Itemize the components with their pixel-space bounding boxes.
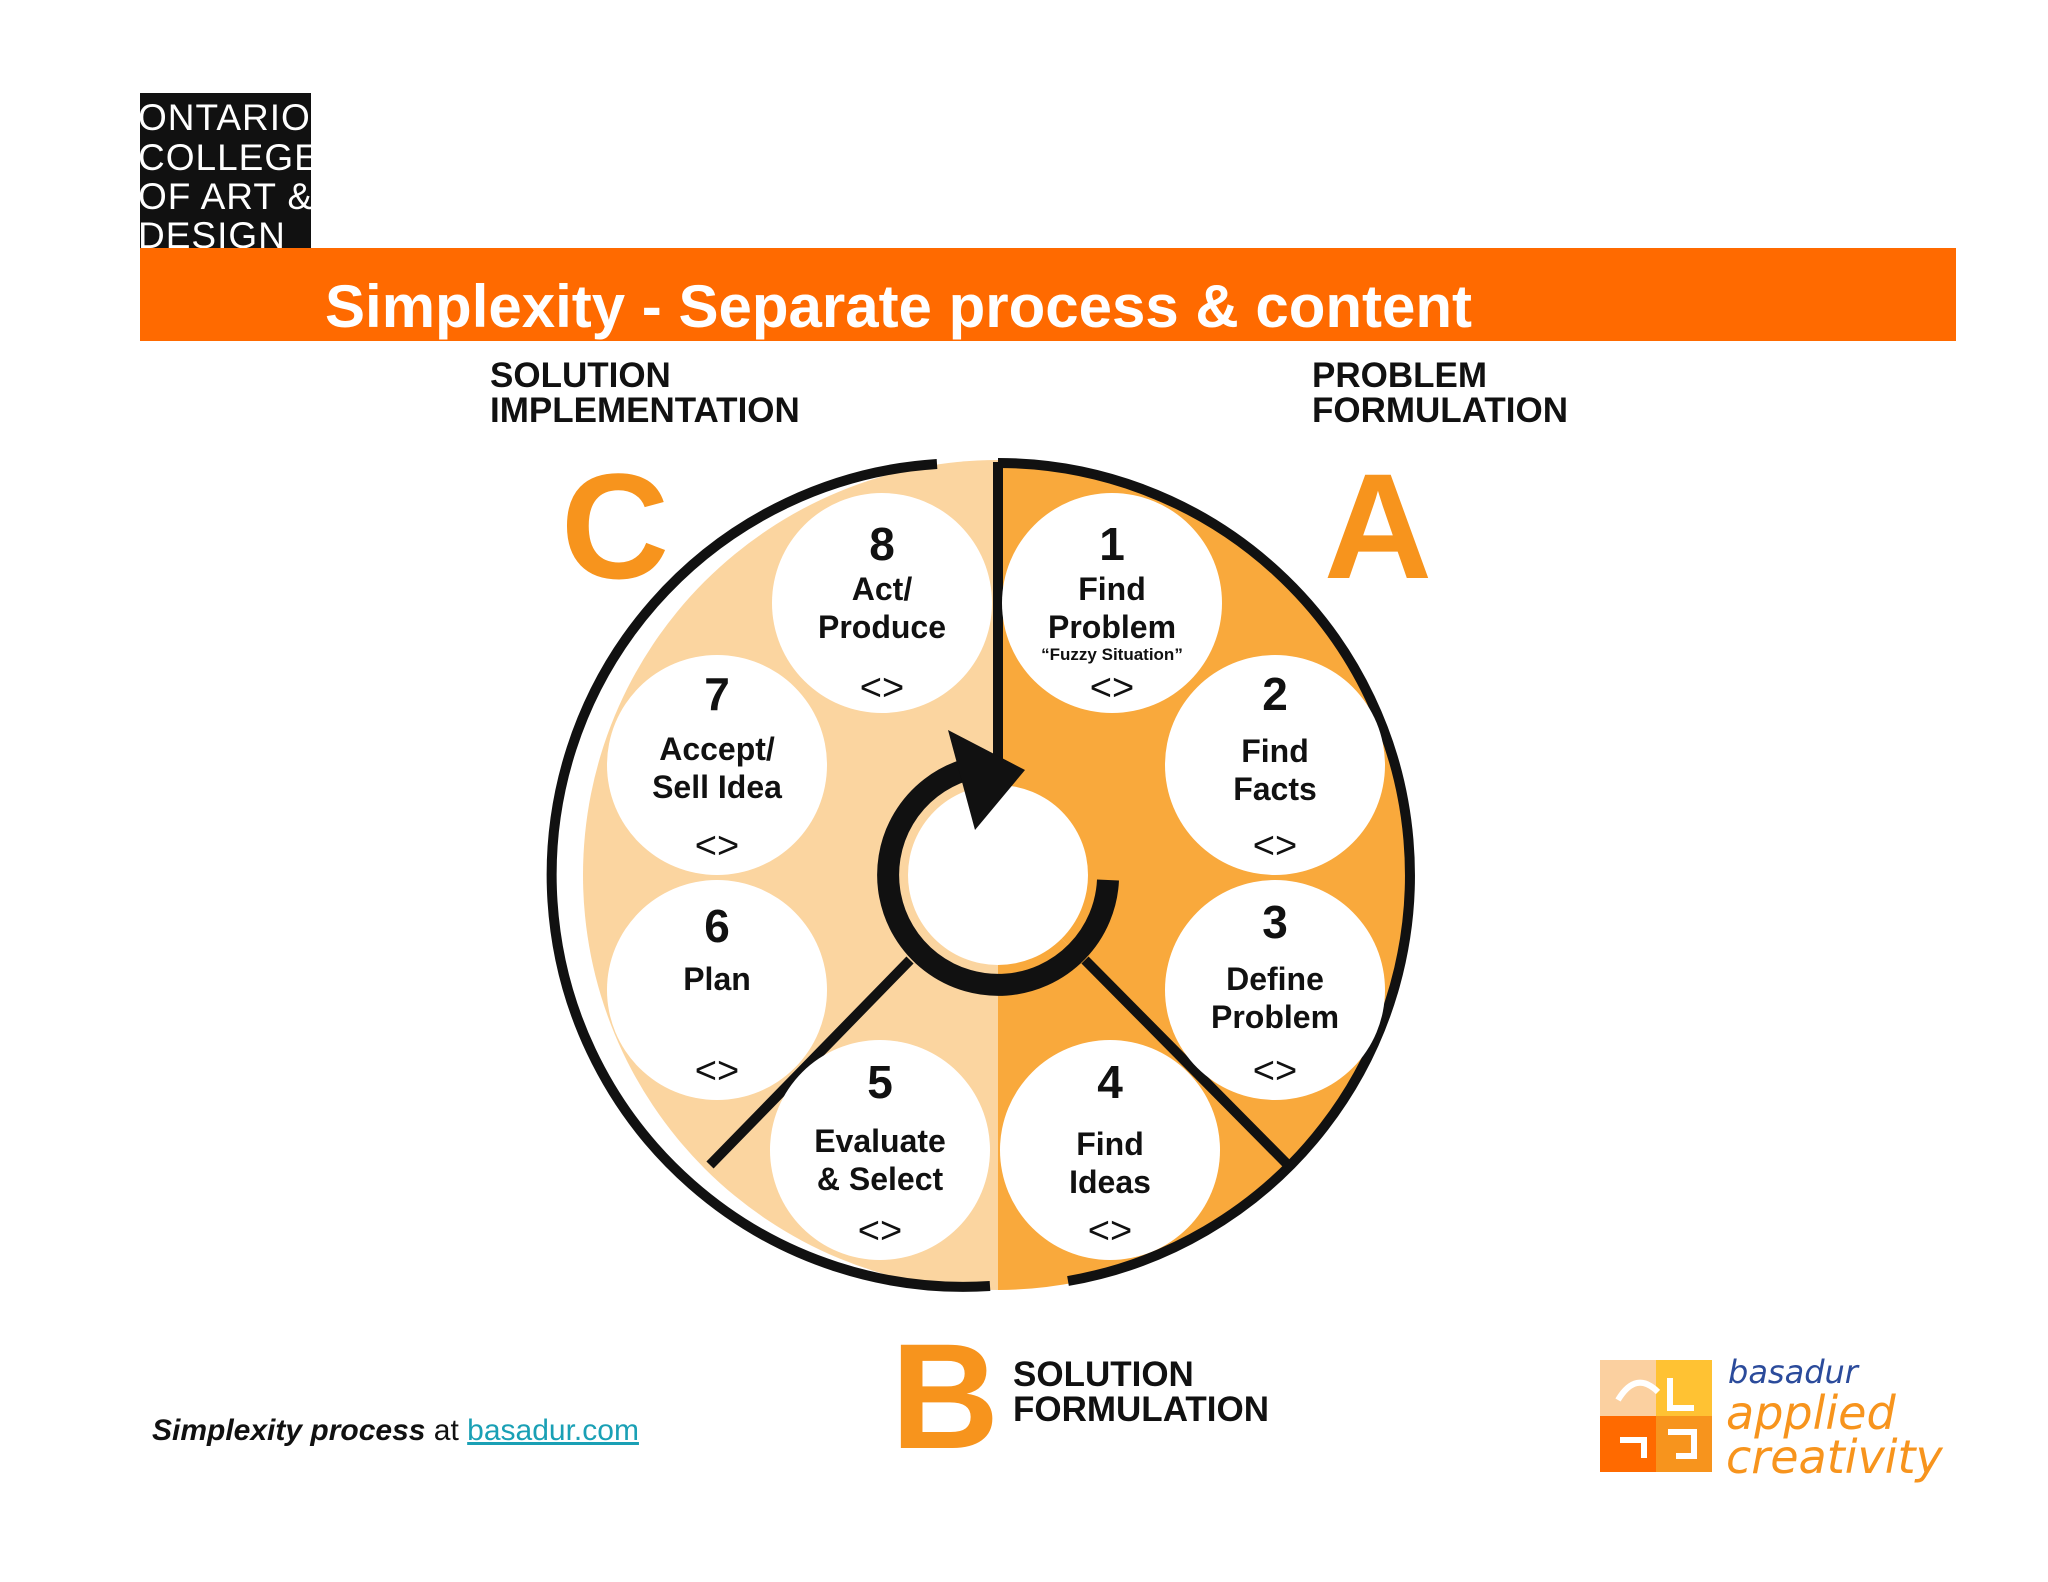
quadrant-letter-b: B [891, 1312, 999, 1480]
basadur-logo-mark [1600, 1360, 1712, 1472]
step-label-8b: Produce [818, 609, 946, 645]
title-bar: Simplexity - Separate process & content [140, 248, 1956, 341]
step-symbol-5: <> [858, 1210, 902, 1252]
step-label-5a: Evaluate [814, 1123, 946, 1159]
step-number-3: 3 [1262, 896, 1288, 948]
quadrant-b-label-1: SOLUTION [1013, 1355, 1194, 1394]
credit-line: Simplexity process at basadur.com [152, 1414, 639, 1448]
step-circle-8 [772, 493, 992, 713]
step-number-4: 4 [1097, 1056, 1123, 1108]
step-number-1: 1 [1099, 518, 1125, 570]
step-number-8: 8 [869, 518, 895, 570]
cycle-arrow-icon [877, 759, 1119, 996]
credit-middle: at [425, 1414, 468, 1447]
credit-emphasis: Simplexity process [152, 1414, 426, 1447]
step-circle-6 [607, 880, 827, 1100]
step-symbol-2: <> [1253, 825, 1297, 867]
step-label-7a: Accept/ [659, 731, 775, 767]
quadrant-a-label-1: PROBLEM [1312, 356, 1487, 395]
step-note-1: “Fuzzy Situation” [1041, 645, 1183, 664]
step-number-7: 7 [704, 668, 730, 720]
step-number-6: 6 [704, 900, 730, 952]
quadrant-a-label-2: FORMULATION [1312, 391, 1568, 430]
basadur-logo-line3: creativity [1726, 1430, 1943, 1484]
outer-ring-left [546, 459, 991, 1292]
slide-title: Simplexity - Separate process & content [325, 273, 1473, 340]
step-label-6a: Plan [683, 961, 751, 997]
step-label-2b: Facts [1233, 771, 1317, 807]
step-number-5: 5 [867, 1056, 893, 1108]
step-symbol-7: <> [695, 825, 739, 867]
step-symbol-8: <> [860, 667, 904, 709]
quadrant-c-label-1: SOLUTION [490, 356, 671, 395]
step-symbol-3: <> [1253, 1050, 1297, 1092]
basadur-link[interactable]: basadur.com [467, 1414, 639, 1447]
quadrant-letter-c: C [561, 442, 669, 610]
quadrant-c-label-2: IMPLEMENTATION [490, 391, 800, 430]
basadur-logo-name: basadur [1728, 1353, 1858, 1391]
step-label-4a: Find [1076, 1126, 1144, 1162]
step-label-8a: Act/ [852, 571, 913, 607]
step-label-3a: Define [1226, 961, 1324, 997]
step-number-2: 2 [1262, 668, 1288, 720]
step-circle-3 [1165, 880, 1385, 1100]
step-symbol-4: <> [1088, 1210, 1132, 1252]
step-circle-7 [607, 655, 827, 875]
quadrant-letter-a: A [1324, 442, 1432, 610]
basadur-logo-line2: applied [1726, 1386, 1896, 1440]
step-circle-1 [1002, 493, 1222, 713]
step-label-5b: & Select [817, 1161, 944, 1197]
step-label-1b: Problem [1048, 609, 1176, 645]
logo-line-2: COLLEGE [140, 137, 311, 178]
step-circle-2 [1165, 655, 1385, 875]
quadrant-b-label-2: FORMULATION [1013, 1390, 1269, 1429]
step-label-1a: Find [1078, 571, 1146, 607]
logo-line-3: OF ART & [140, 176, 311, 217]
step-symbol-6: <> [695, 1050, 739, 1092]
step-label-2a: Find [1241, 733, 1309, 769]
step-label-4b: Ideas [1069, 1164, 1151, 1200]
cycle-arrowhead-icon [948, 730, 1025, 830]
divider-a-b [1081, 956, 1292, 1169]
step-circle-4 [1000, 1040, 1220, 1260]
step-symbol-1: <> [1090, 667, 1134, 709]
divider-b-c [706, 956, 914, 1169]
step-label-7b: Sell Idea [652, 769, 782, 805]
logo-line-1: ONTARIO [140, 97, 311, 138]
center-circle [908, 785, 1088, 965]
outer-ring-right [997, 458, 1415, 1286]
step-label-3b: Problem [1211, 999, 1339, 1035]
step-circle-5 [770, 1040, 990, 1260]
